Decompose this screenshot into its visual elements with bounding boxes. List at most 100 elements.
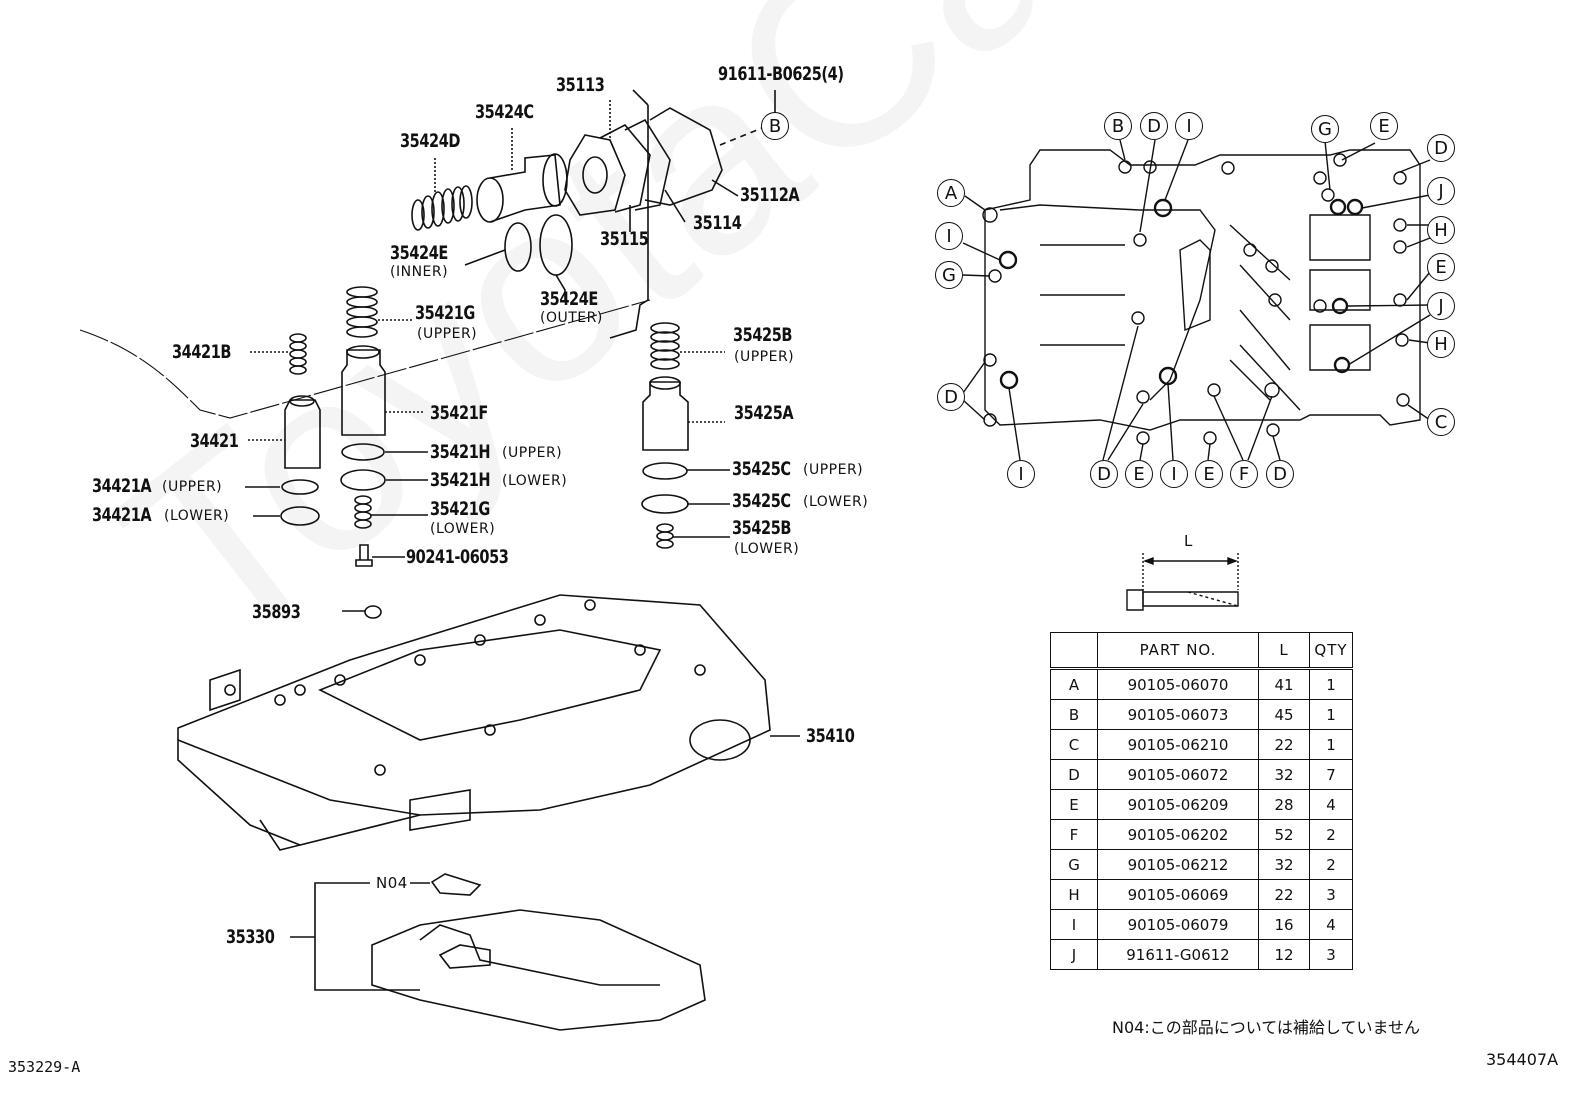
header-part-no: PART NO.: [1097, 632, 1259, 669]
callout-top-1: B: [1104, 112, 1132, 140]
row-part-no: 90105-06073: [1097, 699, 1259, 730]
part-sublabel-35421h-lower: (LOWER): [502, 473, 568, 489]
valve-body-35410-shape: [177, 594, 771, 851]
part-sublabel-35421h-upper: (UPPER): [502, 445, 563, 461]
plate-35114-shape: [624, 118, 671, 211]
callout-left-4: D: [937, 383, 965, 411]
callout-bottom-3: E: [1125, 460, 1153, 488]
callout-left-1: A: [937, 179, 965, 207]
row-key: J: [1050, 939, 1098, 970]
spring-35421g-upper-shape: [346, 286, 378, 338]
row-key: B: [1050, 699, 1098, 730]
part-label-35893: 35893: [252, 601, 301, 623]
row-qty: 2: [1309, 819, 1353, 850]
callout-right-1: J: [1427, 177, 1455, 205]
row-length: 45: [1258, 699, 1310, 730]
sleeve-35425a-shape: [642, 381, 689, 451]
row-key: D: [1050, 759, 1098, 790]
row-key: C: [1050, 729, 1098, 760]
part-label-35421h-lower: 35421H: [430, 469, 491, 491]
row-part-no: 90105-06202: [1097, 819, 1259, 850]
part-sublabel-outer: (OUTER): [540, 310, 603, 326]
part-label-35425c-lower: 35425C: [732, 490, 791, 512]
part-sublabel-inner: (INNER): [390, 264, 449, 280]
spring-35421g-lower-shape: [354, 495, 372, 529]
part-label-35424d: 35424D: [400, 130, 461, 152]
header-length: L: [1258, 632, 1310, 669]
row-part-no: 90105-06069: [1097, 879, 1259, 910]
callout-top-6: D: [1427, 134, 1455, 162]
row-qty: 1: [1309, 668, 1353, 700]
part-sublabel-35425c-lower: (LOWER): [803, 494, 869, 510]
callout-bottom-6: F: [1230, 460, 1258, 488]
n04-note: N04:この部品については補給していません: [1112, 1018, 1420, 1037]
part-label-35424c: 35424C: [475, 101, 534, 123]
part-label-35421h-upper: 35421H: [430, 441, 491, 463]
table-header-row: PART NO. L QTY: [1050, 632, 1353, 669]
sleeve-34421-shape: [284, 399, 321, 469]
row-qty: 2: [1309, 849, 1353, 880]
part-label-35330: 35330: [226, 926, 275, 948]
callout-top-4: G: [1311, 115, 1339, 143]
plate-35113-shape: [564, 134, 626, 216]
callout-right-4: J: [1427, 292, 1455, 320]
part-label-34421a-lower: 34421A: [92, 504, 152, 526]
row-part-no: 90105-06212: [1097, 849, 1259, 880]
part-label-n04: N04: [376, 874, 408, 892]
bolt-length-label: L: [1184, 532, 1193, 550]
sleeve-35421f-shape: [341, 349, 386, 436]
callout-b: B: [761, 112, 789, 140]
spring-35424d-shape: [411, 185, 473, 231]
drawing-code-left: 353229-A: [8, 1058, 81, 1076]
callout-bottom-1: I: [1007, 460, 1035, 488]
part-label-35421g-lower: 35421G: [430, 498, 490, 520]
row-qty: 1: [1309, 699, 1353, 730]
row-qty: 3: [1309, 879, 1353, 910]
row-qty: 4: [1309, 909, 1353, 940]
spring-35425b-lower-shape: [656, 523, 674, 549]
row-length: 41: [1258, 668, 1310, 700]
spring-35425b-upper-shape: [650, 322, 680, 370]
part-sublabel-35425b-lower: (LOWER): [734, 541, 800, 557]
part-label-35424e-outer: 35424E: [540, 288, 598, 310]
part-label-35410: 35410: [806, 725, 855, 747]
part-sublabel-34421a-lower: (LOWER): [164, 508, 230, 524]
callout-top-3: I: [1175, 112, 1203, 140]
gasket-35115-shape: [599, 123, 651, 213]
row-part-no: 91611-G0612: [1097, 939, 1259, 970]
part-label-35421f: 35421F: [430, 402, 488, 424]
row-key: I: [1050, 909, 1098, 940]
row-qty: 4: [1309, 789, 1353, 820]
row-part-no: 90105-06079: [1097, 909, 1259, 940]
row-part-no: 90105-06210: [1097, 729, 1259, 760]
part-label-90241-06053: 90241-06053: [406, 546, 509, 568]
row-length: 32: [1258, 849, 1310, 880]
plate-35112a-shape: [644, 107, 723, 206]
part-sublabel-34421a-upper: (UPPER): [162, 479, 223, 495]
callout-right-5: H: [1427, 330, 1455, 358]
part-label-35114: 35114: [693, 212, 742, 234]
row-key: A: [1050, 668, 1098, 700]
part-sublabel-35425c-upper: (UPPER): [803, 462, 864, 478]
drawing-code-right: 354407A: [1486, 1050, 1559, 1069]
row-key: F: [1050, 819, 1098, 850]
callout-left-3: G: [935, 261, 963, 289]
row-qty: 1: [1309, 729, 1353, 760]
row-length: 32: [1258, 759, 1310, 790]
callout-bottom-7: D: [1266, 460, 1294, 488]
part-label-34421: 34421: [190, 430, 239, 452]
row-part-no: 90105-06072: [1097, 759, 1259, 790]
row-length: 52: [1258, 819, 1310, 850]
oil-strainer-35330-shape: [371, 909, 706, 1031]
part-label-35425b-upper: 35425B: [733, 324, 793, 346]
row-key: G: [1050, 849, 1098, 880]
callout-left-2: I: [935, 222, 963, 250]
callout-right-2: H: [1427, 216, 1455, 244]
part-sublabel-35421g-upper: (UPPER): [417, 326, 478, 342]
